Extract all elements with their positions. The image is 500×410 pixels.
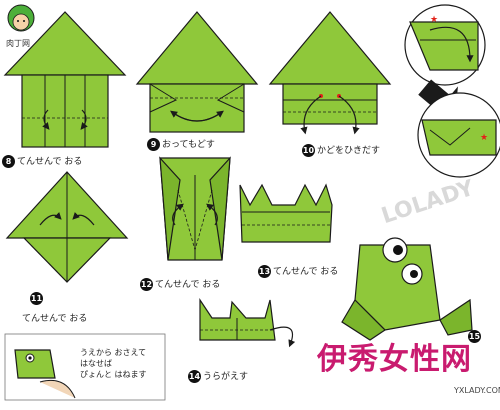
step-number: 13 xyxy=(258,265,271,278)
step-number: 14 xyxy=(188,370,201,383)
step-number: 8 xyxy=(2,155,15,168)
hint-line-1: うえから おさえて xyxy=(80,348,147,357)
step-text: うらがえす xyxy=(203,372,249,382)
step-number: 12 xyxy=(140,278,153,291)
step-text: てんせんで おる xyxy=(17,157,83,167)
step-8-diagram xyxy=(3,11,127,148)
step-number: 10 xyxy=(302,144,315,157)
hint-box xyxy=(4,333,166,401)
step-text: てんせんで おる xyxy=(155,280,221,290)
step-11-diagram xyxy=(5,171,129,283)
step-text: おってもどす xyxy=(162,140,215,150)
hint-line-3: ぴょんと はねます xyxy=(80,370,147,379)
hint-text: うえから おさえて はなせば ぴょんと はねます xyxy=(80,347,147,380)
step-number: 9 xyxy=(147,138,160,151)
step-number: 11 xyxy=(30,292,43,305)
step-number: 15 xyxy=(468,330,481,343)
step-11-caption: てんせんで おる xyxy=(22,314,88,324)
watermark-brand: 伊秀女性网 xyxy=(317,342,472,377)
hint-line-2: はなせば xyxy=(80,359,112,368)
step-text: かどをひきだす xyxy=(317,146,381,156)
detail-panels: ★ ★ xyxy=(404,4,500,178)
watermark-url: YXLADY.COM xyxy=(454,386,500,395)
site-logo-text: 肉丁网 xyxy=(6,39,30,48)
svg-text:★: ★ xyxy=(430,15,438,25)
step-11-number: 11 xyxy=(30,292,45,305)
site-logo xyxy=(7,4,35,32)
step-14-diagram xyxy=(199,298,296,348)
step-15-number: 15 xyxy=(468,330,483,343)
step-9-diagram xyxy=(135,11,259,133)
step-10-diagram xyxy=(268,11,392,135)
step-text: てんせんで おる xyxy=(273,267,339,277)
svg-text:★: ★ xyxy=(480,133,488,143)
step-12-diagram xyxy=(159,156,231,261)
step-13-diagram xyxy=(239,183,333,243)
finished-frog-diagram xyxy=(341,237,473,341)
